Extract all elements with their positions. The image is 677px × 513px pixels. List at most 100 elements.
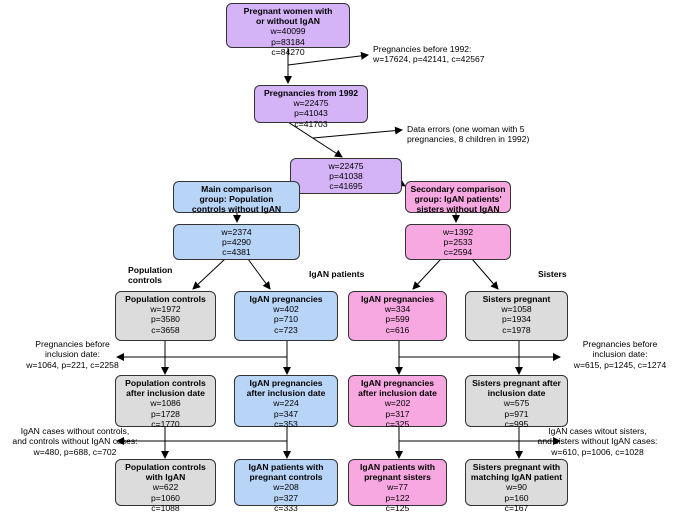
- box-value: p=4290: [222, 237, 251, 248]
- box-value: p=710: [273, 314, 299, 325]
- note-line: Pregnancies before: [582, 339, 658, 349]
- box-igan-with-pregnant-controls: IgAN patients with pregnant controls w=2…: [234, 459, 338, 513]
- box-value: p=122: [385, 492, 410, 503]
- box-sisters-pregnant: Sisters pregnant w=1058 p=1934 c=1978: [465, 291, 568, 341]
- arrow-secondary-to-sisters: [471, 258, 499, 290]
- box-title: pregnant sisters: [364, 472, 431, 483]
- box-value: w=1086: [150, 398, 181, 409]
- box-title: IgAN pregnancies: [249, 378, 323, 388]
- box-value: c=353: [274, 418, 298, 429]
- box-title: Pregnant women with: [243, 6, 333, 16]
- box-value: p=41043: [294, 108, 328, 119]
- label-sisters: Sisters: [538, 269, 567, 279]
- box-value: p=1728: [151, 408, 180, 419]
- note-line: w=615, p=1245, c=1274: [573, 359, 667, 370]
- box-value: p=317: [385, 408, 410, 419]
- box-population-controls-after-inclusion: Population controls after inclusion date…: [115, 375, 216, 429]
- box-value: c=167: [504, 502, 529, 513]
- box-igan-pregnancies-main: IgAN pregnancies w=402 p=710 c=723: [234, 291, 338, 341]
- note-line: w=480, p=688, c=702: [33, 446, 117, 457]
- arrow-main-to-igan-a: [247, 258, 271, 290]
- box-value: w=22475: [293, 98, 329, 109]
- note-line: inclusion date:: [45, 349, 100, 360]
- box-title: after inclusion date: [358, 388, 437, 399]
- box-value: c=41703: [294, 118, 328, 129]
- box-value: p=2533: [443, 237, 473, 248]
- box-value: w=622: [152, 482, 179, 493]
- box-sisters-after-inclusion: Sisters pregnant after inclusion date w=…: [465, 375, 568, 429]
- note-line: and sisters without IgAN cases:: [537, 436, 658, 447]
- box-title: with IgAN: [145, 472, 186, 483]
- note-pregnancies-before-1992: Pregnancies before 1992: w=17624, p=4214…: [373, 44, 485, 65]
- note-line: Pregnancies before 1992:: [373, 44, 472, 54]
- label-igan-patients: IgAN patients: [309, 269, 364, 279]
- box-all-pregnant-women: Pregnant women with or without IgAN w=40…: [226, 3, 350, 57]
- box-population-controls-with-igan: Population controls with IgAN w=622 p=10…: [115, 459, 216, 513]
- box-title: Sisters pregnant with: [472, 462, 561, 472]
- note-line: pregnancies, 8 children in 1992): [407, 134, 530, 145]
- box-value: c=41695: [329, 181, 363, 192]
- box-secondary-counts: w=1392 p=2533 c=2594: [405, 224, 511, 260]
- box-population-controls: Population controls w=1972 p=3580 c=3658: [115, 291, 216, 341]
- box-value: p=83184: [271, 36, 305, 47]
- box-title: IgAN patients with: [360, 462, 435, 472]
- box-title: IgAN patients with: [248, 462, 324, 472]
- box-title: after inclusion date: [246, 388, 326, 399]
- box-title: Population controls: [125, 462, 206, 472]
- box-title: group: IgAN patients': [414, 194, 502, 205]
- box-value: c=1770: [151, 418, 180, 429]
- box-title: pregnant controls: [249, 472, 323, 483]
- box-value: c=125: [385, 502, 410, 513]
- note-line: w=610, p=1006, c=1028: [551, 446, 644, 457]
- box-title: inclusion date: [487, 388, 546, 399]
- box-value: c=1978: [502, 324, 531, 335]
- box-igan-after-inclusion-main: IgAN pregnancies after inclusion date w=…: [234, 375, 338, 429]
- box-value: c=4381: [222, 247, 251, 258]
- note-before-inclusion-right: Pregnancies before inclusion date: w=615…: [565, 339, 675, 370]
- box-value: w=77: [387, 482, 408, 493]
- box-value: w=1058: [501, 304, 532, 315]
- box-title: Main comparison: [201, 184, 272, 194]
- box-value: c=333: [274, 502, 298, 513]
- box-value: p=160: [504, 492, 529, 503]
- box-value: p=347: [273, 408, 299, 419]
- box-igan-with-pregnant-sisters: IgAN patients with pregnant sisters w=77…: [348, 459, 447, 513]
- box-main-comparison-group: Main comparison group: Population contro…: [173, 181, 300, 215]
- box-value: p=327: [273, 492, 299, 503]
- box-title: IgAN pregnancies: [360, 294, 435, 304]
- label-population-controls: Population controls: [128, 265, 172, 286]
- box-title: after inclusion date: [126, 388, 205, 399]
- box-value: w=202: [384, 398, 411, 409]
- box-title: Sisters pregnant after: [472, 378, 561, 388]
- box-title: group: Population: [199, 194, 274, 205]
- note-line: IgAN cases witout sisters,: [548, 426, 647, 436]
- box-pregnancies-from-1992: Pregnancies from 1992 w=22475 p=41043 c=…: [254, 85, 368, 129]
- box-value: w=334: [384, 304, 411, 315]
- box-value: w=90: [506, 482, 527, 493]
- box-value: c=84270: [271, 46, 305, 57]
- box-value: c=616: [385, 324, 410, 335]
- box-value: p=599: [385, 314, 410, 325]
- box-value: c=2594: [443, 247, 473, 258]
- box-igan-pregnancies-secondary: IgAN pregnancies w=334 p=599 c=616: [348, 291, 447, 341]
- box-value: w=1972: [150, 304, 181, 315]
- note-cases-without-controls: IgAN cases without controls, and control…: [0, 426, 150, 457]
- box-value: w=575: [503, 398, 530, 409]
- box-title: or without IgAN: [256, 16, 320, 27]
- box-value: c=325: [385, 418, 410, 429]
- note-line: and controls without IgAN cases:: [12, 436, 138, 447]
- box-value: c=1088: [151, 502, 180, 513]
- box-title: matching IgAN patient: [470, 472, 563, 483]
- box-value: w=2374: [221, 227, 252, 237]
- note-line: IgAN cases without controls,: [20, 426, 130, 436]
- box-value: w=402: [273, 304, 299, 315]
- box-value: w=40099: [270, 26, 306, 37]
- arrow-data-errors: [312, 126, 403, 139]
- box-value: w=1392: [442, 227, 474, 237]
- arrow-secondary-to-igan-b: [412, 258, 442, 290]
- box-title: Population controls: [125, 294, 206, 304]
- box-title: controls without IgAN: [191, 204, 282, 215]
- note-line: w=1064, p=221, c=2258: [26, 359, 119, 370]
- note-line: inclusion date:: [592, 349, 648, 360]
- note-data-errors: Data errors (one woman with 5 pregnancie…: [407, 124, 529, 145]
